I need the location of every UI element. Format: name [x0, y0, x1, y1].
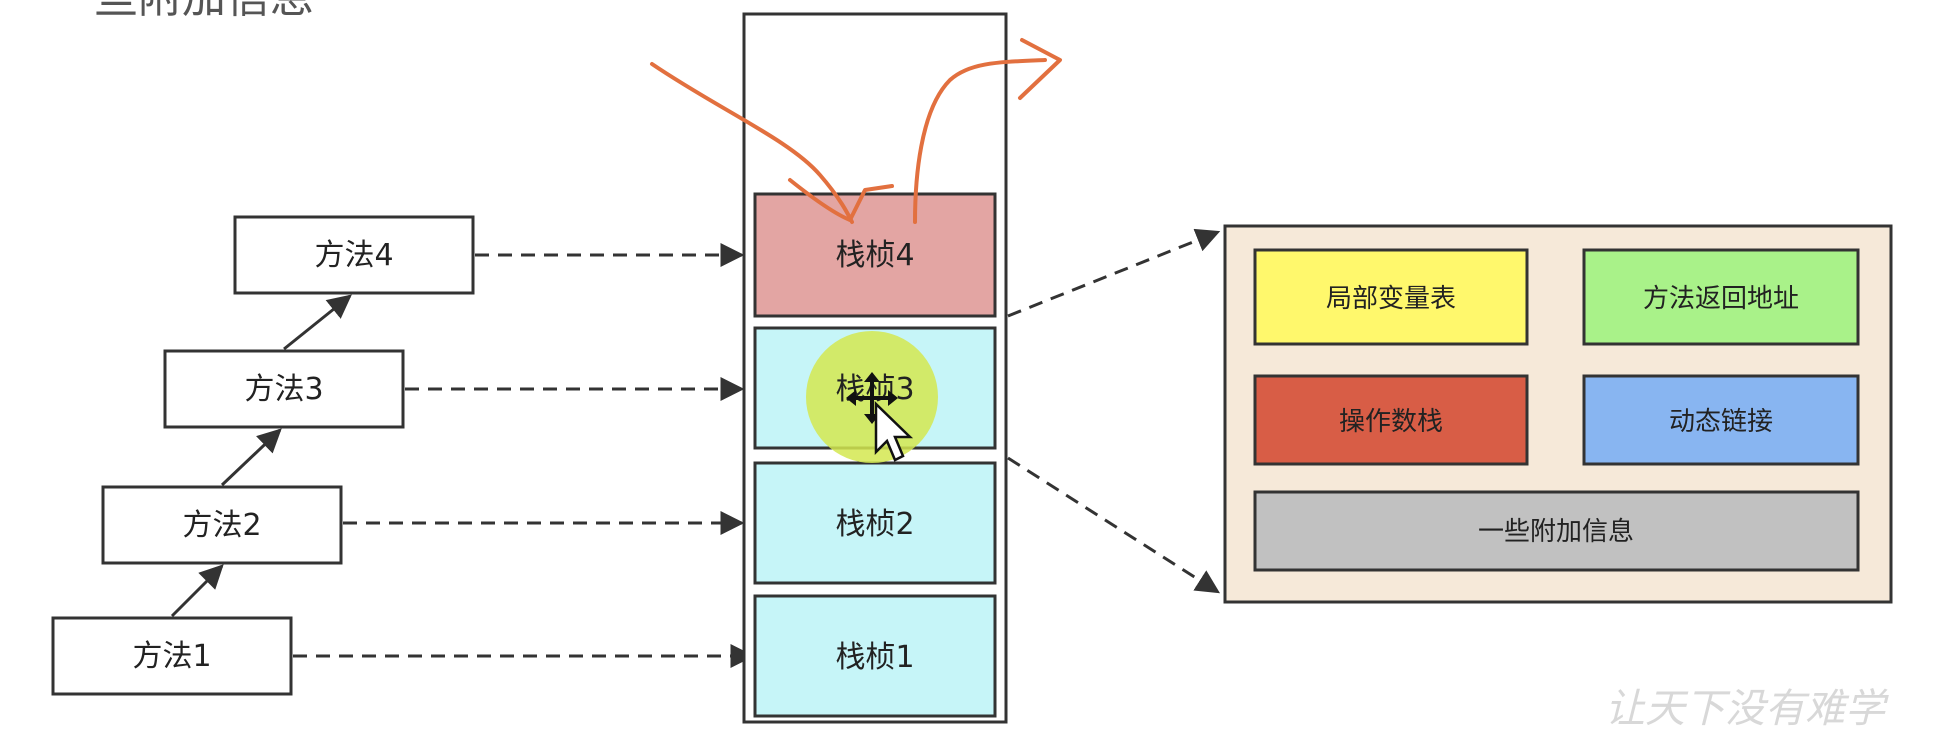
- local-variable-table-label: 局部变量表: [1326, 284, 1456, 314]
- additional-info-label: 一些附加信息: [1478, 517, 1634, 547]
- method-box-3: [163, 349, 405, 429]
- stack-frame-label-4: 栈桢4: [835, 238, 914, 273]
- expand-line-bottom: [1007, 456, 1221, 594]
- additional-info-box: [1253, 490, 1860, 572]
- call-arrow-3-4: [283, 294, 352, 351]
- stack-frame-4: [753, 192, 997, 318]
- method-box-2: [101, 485, 343, 565]
- method-box-4: [233, 215, 475, 295]
- return-address-box: [1582, 248, 1860, 346]
- method-box-1: [51, 616, 293, 696]
- method-label-3: 方法3: [244, 372, 323, 407]
- watermark: 让天下没有难学: [1605, 686, 1889, 732]
- dynamic-linking-box: [1582, 374, 1860, 466]
- dynamic-linking-label: 动态链接: [1669, 407, 1773, 437]
- frame-details-panel: 局部变量表 方法返回地址 操作数栈 动态链接 一些附加信息: [1223, 224, 1893, 604]
- page-heading: 一些附加信息: [50, 0, 314, 23]
- stack-column: 栈桢4 栈桢2 栈桢1 栈桢3: [742, 12, 1008, 724]
- stack-frame-1: [753, 594, 997, 718]
- method-label-4: 方法4: [314, 238, 393, 273]
- return-address-label: 方法返回地址: [1643, 284, 1799, 314]
- method-label-1: 方法1: [132, 639, 211, 674]
- local-variable-table-box: [1253, 248, 1529, 346]
- annotation-push-arrowhead: [788, 178, 894, 222]
- expand-line-top: [1007, 228, 1221, 318]
- stack-frame-label-1: 栈桢1: [835, 640, 914, 675]
- stack-frame-label-2: 栈桢2: [835, 507, 914, 542]
- operand-stack-label: 操作数栈: [1339, 407, 1443, 437]
- operand-stack-box: [1253, 374, 1529, 466]
- call-arrow-1-2: [170, 564, 224, 618]
- method-chain: 方法4 方法3 方法2 方法1: [51, 215, 755, 696]
- stack-frame-2: [753, 461, 997, 585]
- annotation-arrows: [650, 38, 1062, 224]
- annotation-pop-arrow: [913, 58, 1047, 224]
- mouse-cursor-icon: [846, 372, 914, 462]
- annotation-push-arrow: [650, 62, 854, 224]
- call-arrow-2-3: [220, 428, 282, 487]
- annotation-pop-arrowhead: [1018, 38, 1062, 100]
- method-label-2: 方法2: [182, 508, 261, 543]
